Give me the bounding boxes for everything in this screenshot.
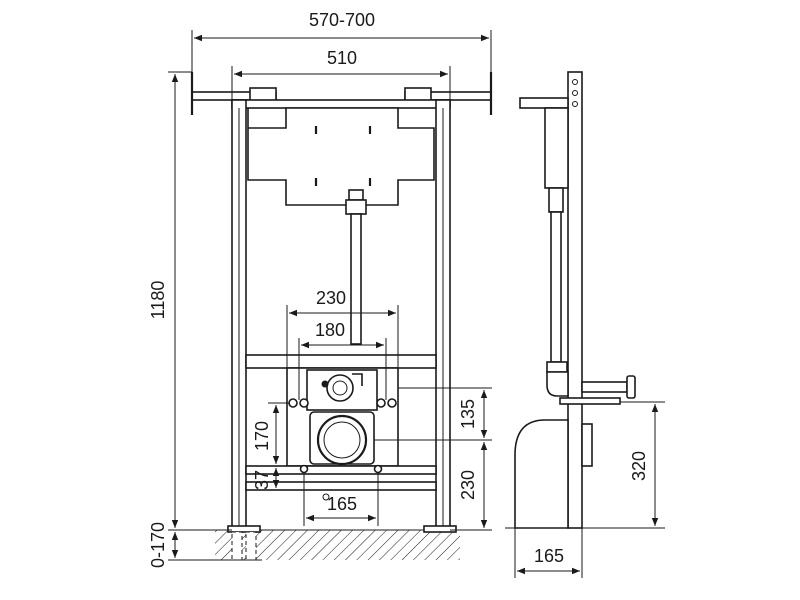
dim-connection-230: 230 [316,288,346,308]
side-cistern [544,107,569,189]
mount-hole [376,398,386,408]
dim-drain-height: 170 [252,421,272,451]
dim-connection-180: 180 [315,320,345,340]
drain-outlet [316,414,368,466]
foot-left [227,525,261,533]
dim-frame-width: 510 [327,48,357,68]
mount-hole [288,398,298,408]
side-flush-valve [548,187,564,213]
foot-left-screw-2 [245,531,257,561]
dim-depth: 165 [534,546,564,566]
flush-pipe [350,213,362,345]
side-top-bracket [519,97,569,109]
side-frame-post [567,71,583,529]
top-crossbar [231,99,451,109]
flush-valve-top [348,189,364,201]
bottom-crossbar [245,481,437,491]
dim-pan-height: 230 [458,470,478,500]
dim-foot-adjust: 0-170 [148,522,168,568]
side-bend [546,371,569,397]
mount-hole [299,398,309,408]
dim-bolt-height: 37 [252,470,272,490]
foot-left-screw [231,531,243,561]
dim-height: 1180 [148,281,168,320]
dim-bolt-spacing: 165 [327,494,357,514]
dim-overall-width: 570-700 [309,10,375,30]
flush-valve-body [345,199,367,215]
mount-hole [387,398,397,408]
side-flush-pipe [550,211,562,363]
side-bracket-plate [559,397,621,405]
side-pan-connector [514,419,569,529]
front-view: 570-700 510 1180 0-170 230 180 170 [148,10,493,568]
cistern [247,107,435,206]
side-supply-outlet [581,381,628,393]
lower-crossbar [245,465,437,475]
middle-crossbar [245,354,437,369]
side-view: 320 165 [505,71,665,578]
dim-outlet-height: 320 [629,451,649,481]
side-drain-stub [581,423,593,467]
foot-right [423,525,457,533]
dim-supply-height: 135 [458,399,478,429]
side-pipe-joint [546,361,568,373]
